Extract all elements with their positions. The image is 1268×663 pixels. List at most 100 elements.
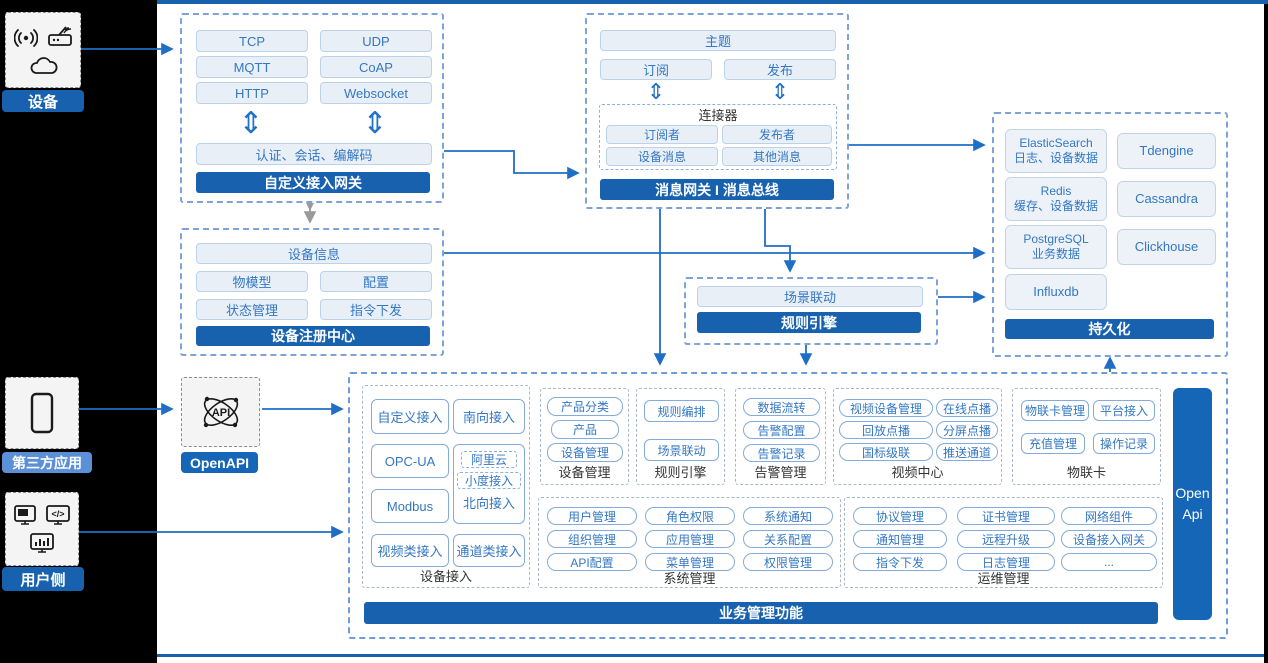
module-ops-label: 运维管理 [977,571,1030,586]
ops-network-comp: 网络组件 [1061,507,1157,525]
svg-text:</>: </> [51,509,64,519]
connector-other-msg: 其他消息 [722,147,832,166]
module-alarm-label: 告警管理 [754,464,807,480]
module-iot-card: 物联卡管理 平台接入 充值管理 操作记录 物联卡 [1012,388,1161,485]
top-accent-line [157,0,1268,4]
scene-linkage-bar: 场景联动 [697,286,923,307]
ops-log-mgmt: 日志管理 [957,553,1055,571]
store-name: Redis [1040,184,1072,198]
access-channel-type: 通道类接入 [453,534,525,567]
alarm-records: 告警记录 [743,444,820,462]
access-northbound: 北向接入 [462,495,515,511]
store-name: PostgreSQL [1023,232,1089,246]
module-video: 视频设备管理 在线点播 回放点播 分屏点播 国标级联 推送通道 视频中心 [833,388,1002,485]
module-device-mgmt-label: 设备管理 [558,464,611,480]
chart-window-icon [30,533,54,553]
store-name: ElasticSearch [1019,136,1093,150]
module-system-label: 系统管理 [663,571,716,586]
module-iot-card-label: 物联卡 [1066,464,1106,480]
ops-command-dispatch: 指令下发 [853,553,947,571]
module-rule-engine-label: 规则引擎 [654,464,707,480]
connector-box: 连接器 订阅者 发布者 设备消息 其他消息 [599,104,837,170]
card-op-records: 操作记录 [1093,433,1155,454]
sys-org-mgmt: 组织管理 [547,530,637,548]
third-party-entity-label-text: 第三方应用 [12,454,82,471]
sys-notice: 系统通知 [743,507,833,525]
re-scene-linkage: 场景联动 [644,439,719,461]
message-gateway-box: 主题 订阅 发布 ⇕ ⇕ 连接器 订阅者 发布者 设备消息 其他消息 消息网关 … [585,13,849,209]
store-postgresql: PostgreSQL 业务数据 [1005,225,1107,269]
module-system: 用户管理 角色权限 系统通知 组织管理 应用管理 关系配置 API配置 菜单管理… [538,497,841,588]
protocol-http: HTTP [196,82,308,104]
protocol-mqtt: MQTT [196,56,308,78]
custom-gateway-title: 自定义接入网关 [196,172,430,193]
ops-device-gateway: 设备接入网关 [1061,530,1157,548]
connector-publisher: 发布者 [722,125,832,144]
card-platform-access: 平台接入 [1093,400,1155,421]
store-clickhouse: Clickhouse [1117,229,1216,265]
card-mgmt: 物联卡管理 [1021,400,1089,421]
card-recharge: 充值管理 [1021,433,1085,454]
double-arrow-icon: ⇕ [770,79,790,104]
module-device-mgmt: 产品分类 产品 设备管理 设备管理 [540,388,629,485]
rule-engine-mid-box: 场景联动 规则引擎 [684,277,938,345]
publish-btn: 发布 [724,59,836,80]
device-registry-box: 设备信息 物模型 配置 状态管理 指令下发 设备注册中心 [180,228,444,356]
sys-relation-config: 关系配置 [743,530,833,548]
openapi-label: OpenAPI [181,452,258,473]
connector-title: 连接器 [698,108,738,123]
cloud-icon [30,57,58,74]
store-cassandra: Cassandra [1117,181,1216,217]
third-party-entity-label: 第三方应用 [2,452,92,473]
connector-device-msg: 设备消息 [606,147,718,166]
phone-icon [30,392,54,434]
store-name: Influxdb [1033,283,1079,299]
access-southbound: 南向接入 [453,399,525,434]
double-arrow-icon: ⇕ [238,107,264,140]
module-rule-engine: 规则编排 场景联动 规则引擎 [636,388,725,485]
video-online-play: 在线点播 [936,399,998,417]
ops-protocol-mgmt: 协议管理 [853,507,947,525]
session-codec-bar: 认证、会话、编解码 [196,143,432,165]
wifi-signal-icon [14,29,38,47]
alarm-data-flow: 数据流转 [743,398,820,416]
dm-product-category: 产品分类 [547,397,623,416]
svg-text:API: API [212,407,230,419]
ops-cert-mgmt: 证书管理 [957,507,1055,525]
module-device-access-label: 设备接入 [419,568,472,584]
video-push-channel: 推送通道 [936,443,998,461]
store-desc: 业务数据 [1031,247,1080,261]
third-party-entity-box [5,377,79,449]
registry-config: 配置 [320,271,432,292]
video-gb-cascade: 国标级联 [839,443,933,461]
user-side-entity-label: 用户侧 [2,567,84,591]
store-name: Tdengine [1139,142,1194,158]
business-functions-title: 业务管理功能 [364,602,1158,624]
device-entity-label: 设备 [2,90,84,112]
dm-product: 产品 [551,420,619,439]
open-api-bar: Open Api [1173,388,1212,620]
module-video-label: 视频中心 [891,464,944,480]
persistence-title: 持久化 [1005,319,1214,339]
video-split-screen: 分屏点播 [936,421,998,439]
openapi-icon-box: API [181,377,260,447]
store-influxdb: Influxdb [1005,274,1107,310]
message-gateway-title: 消息网关 I 消息总线 [600,179,834,200]
registry-status-mgmt: 状态管理 [196,299,308,320]
video-playback: 回放点播 [839,421,933,439]
module-ops: 协议管理 证书管理 网络组件 通知管理 远程升级 设备接入网关 指令下发 日志管… [844,497,1163,588]
double-arrow-icon: ⇕ [646,79,666,104]
registry-command-dispatch: 指令下发 [320,299,432,320]
access-modbus: Modbus [371,489,449,523]
api-network-icon: API [203,396,239,428]
store-desc: 缓存、设备数据 [1013,199,1098,213]
store-desc: 日志、设备数据 [1013,151,1098,165]
store-name: Cassandra [1135,190,1198,206]
sys-perm-mgmt: 权限管理 [743,553,833,571]
access-custom: 自定义接入 [371,399,449,434]
protocol-websocket: Websocket [320,82,432,104]
bottom-accent-line [157,654,1264,657]
sys-user-mgmt: 用户管理 [547,507,637,525]
store-name: Clickhouse [1134,238,1199,254]
